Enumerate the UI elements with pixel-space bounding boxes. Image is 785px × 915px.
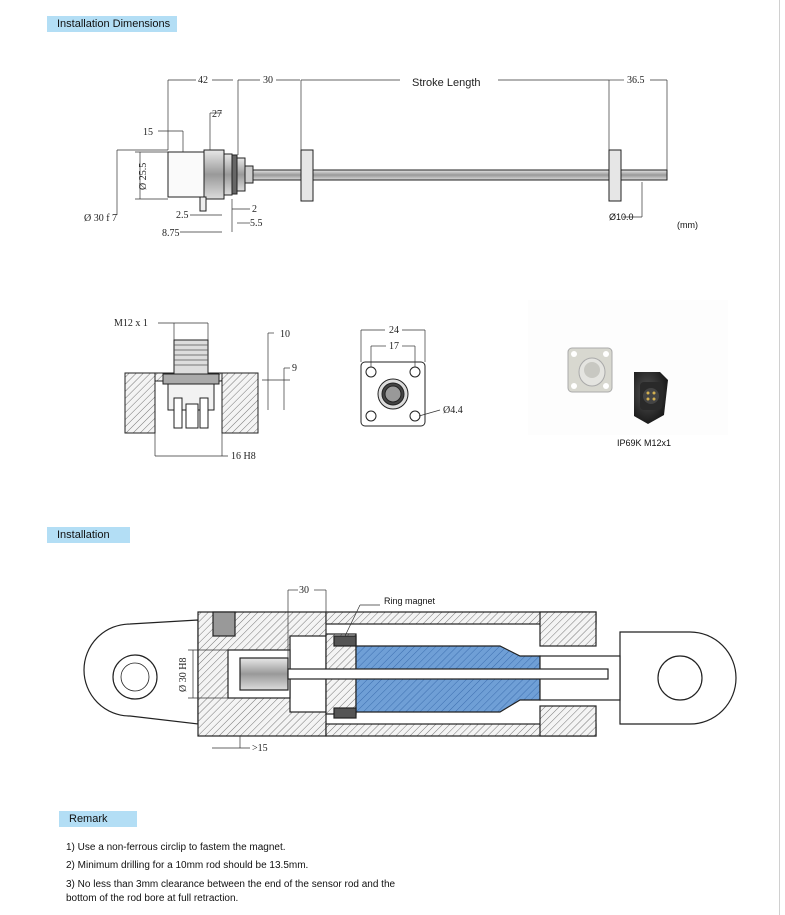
sensor-dimension-lines <box>116 79 668 233</box>
remark-3-continued: bottom of the rod bore at full retractio… <box>66 893 239 904</box>
dim-42: 42 <box>198 75 208 86</box>
dim-stroke-length: Stroke Length <box>412 77 481 89</box>
dim-dia-30-f7: Ø 30 f 7 <box>84 213 117 224</box>
dim-15: 15 <box>143 127 153 138</box>
section-remark: Remark <box>59 811 137 827</box>
section-installation: Installation <box>47 527 130 543</box>
flange-front-view <box>360 361 426 427</box>
connector-section-view <box>124 339 259 434</box>
label-ring-magnet: Ring magnet <box>384 596 436 606</box>
dim-2: 2 <box>252 204 257 215</box>
page-edge-line <box>779 0 780 915</box>
connector-dimension-lines <box>154 322 290 457</box>
dim-install-30: 30 <box>299 585 309 596</box>
dim-8-75: 8.75 <box>162 228 180 239</box>
photo-caption: IP69K M12x1 <box>617 438 671 448</box>
dim-30: 30 <box>263 75 273 86</box>
installation-dimension-lines <box>188 589 380 749</box>
connector-photo <box>528 300 728 435</box>
flange-dimension-lines <box>360 329 441 417</box>
dim-gt-15: >15 <box>252 743 268 754</box>
dim-m12x1: M12 x 1 <box>114 318 148 329</box>
remark-2: 2) Minimum drilling for a 10mm rod shoul… <box>66 860 309 871</box>
sensor-side-view <box>167 149 668 212</box>
remark-3: 3) No less than 3mm clearance between th… <box>66 879 396 890</box>
dim-36-5: 36.5 <box>627 75 645 86</box>
dim-27: 27 <box>212 109 222 120</box>
dim-16-h8: 16 H8 <box>231 451 256 462</box>
section-installation-dimensions: Installation Dimensions <box>47 16 177 32</box>
dim-24: 24 <box>389 325 399 336</box>
dim-2-5: 2.5 <box>176 210 189 221</box>
dim-9: 9 <box>292 363 297 374</box>
remark-1: 1) Use a non-ferrous circlip to fastem t… <box>66 842 286 853</box>
cylinder-installation-view <box>83 611 737 737</box>
unit-mm: (mm) <box>677 220 698 230</box>
dim-5-5: 5.5 <box>250 218 263 229</box>
dim-dia-10: Ø10.0 <box>609 212 634 222</box>
dim-10: 10 <box>280 329 290 340</box>
dim-dia-30-h8: Ø 30 H8 <box>178 658 189 692</box>
dim-dia-25-5: Ø 25.5 <box>138 163 149 190</box>
dim-17: 17 <box>389 341 399 352</box>
dim-dia-4-4: Ø4.4 <box>443 405 463 416</box>
